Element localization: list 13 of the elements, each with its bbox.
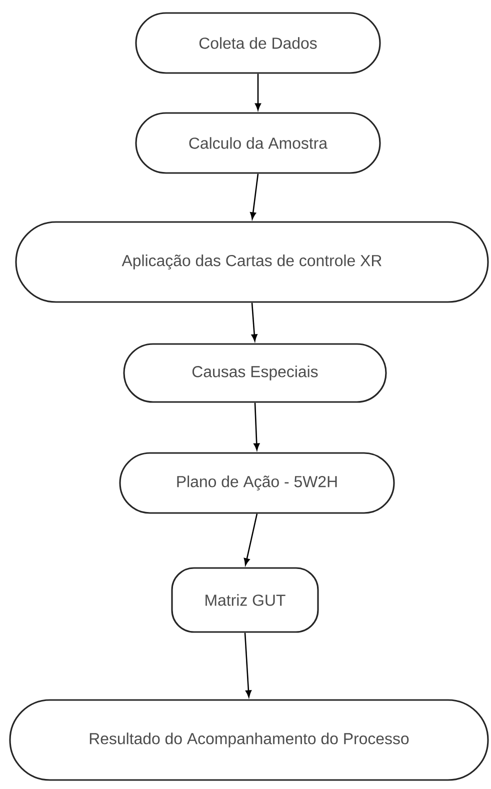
terminal-box: Aplicação das Cartas de controle XR (15, 221, 489, 303)
terminal-box: Resultado do Acompanhamento do Processo (9, 699, 489, 781)
arrow (250, 174, 259, 220)
terminal-box: Plano de Ação - 5W2H (119, 452, 395, 514)
arrow (244, 514, 258, 566)
terminal-box: Calculo da Amostra (135, 112, 381, 174)
terminal-box: Causas Especiais (123, 343, 387, 403)
arrow (255, 74, 261, 110)
terminal-box: Coleta de Dados (135, 12, 381, 74)
arrow (244, 632, 252, 698)
arrow (251, 302, 258, 342)
arrow (254, 402, 260, 450)
terminal-box: Matriz GUT (171, 567, 319, 633)
